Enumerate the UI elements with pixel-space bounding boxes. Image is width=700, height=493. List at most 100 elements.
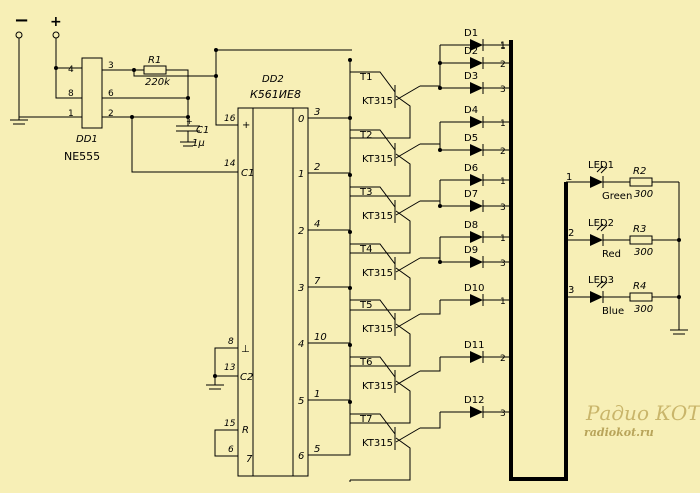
watermark-brand: Радио КОТ xyxy=(585,401,700,425)
transistor-name: T2 xyxy=(359,130,372,141)
diode xyxy=(470,294,483,306)
diode-bus-label: 1 xyxy=(500,297,506,307)
dd1-pin-label: 6 xyxy=(108,89,114,99)
dd2-output-index: 4 xyxy=(298,339,304,350)
dd1-name: DD1 xyxy=(76,134,98,145)
diode-bus-label: 1 xyxy=(500,119,506,129)
dd1-pin-label: 2 xyxy=(108,109,114,119)
led-resistor-name: R4 xyxy=(633,281,646,292)
dd2-pin6-num: 6 xyxy=(228,445,234,455)
diode-bus-label: 1 xyxy=(500,42,506,52)
led-resistor-name: R3 xyxy=(633,224,646,235)
diode xyxy=(470,39,483,51)
led-resistor xyxy=(629,177,653,187)
transistor-type: KT315 xyxy=(362,268,393,279)
diode xyxy=(470,231,483,243)
transistor-name: T1 xyxy=(359,72,372,83)
led-color: Blue xyxy=(602,306,624,317)
dd1-chip xyxy=(81,57,103,129)
diode xyxy=(470,57,483,69)
diode xyxy=(470,116,483,128)
dd2-pin13-num: 13 xyxy=(224,363,236,373)
dd2-r-label: R xyxy=(242,425,249,436)
bus-out-label-3: 3 xyxy=(568,285,574,296)
dd1-type: NE555 xyxy=(64,150,100,163)
led-resistor xyxy=(629,292,653,302)
dd2-output-index: 3 xyxy=(298,283,304,294)
dd2-output-index: 1 xyxy=(298,169,304,180)
diode-name: D12 xyxy=(464,395,484,406)
transistor-name: T3 xyxy=(359,187,372,198)
transistor-type: KT315 xyxy=(362,211,393,222)
led-arrow xyxy=(596,165,608,174)
bus-top-label: 1 xyxy=(500,41,506,51)
dd2-chip xyxy=(237,107,309,477)
dd2-output-pin: 10 xyxy=(314,332,327,343)
dd2-output-index: 2 xyxy=(298,226,304,237)
led-color: Red xyxy=(602,249,621,260)
diode-name: D6 xyxy=(464,163,478,174)
transistor-name: T4 xyxy=(359,244,372,255)
dd2-pin16-num: 16 xyxy=(224,114,236,124)
dd2-plus-label: + xyxy=(242,120,250,131)
diode xyxy=(470,256,483,268)
diode-name: D5 xyxy=(464,133,478,144)
transistor-type: KT315 xyxy=(362,438,393,449)
diode-name: D7 xyxy=(464,189,478,200)
diode-name: D9 xyxy=(464,245,478,256)
bus-out-label-1: 1 xyxy=(566,172,572,183)
dd2-output-index: 0 xyxy=(298,114,304,125)
dd2-output-index: 5 xyxy=(298,396,304,407)
dd2-output-pin: 5 xyxy=(314,444,320,455)
r1-resistor xyxy=(143,65,167,75)
diode-name: D11 xyxy=(464,340,484,351)
transistor-name: T5 xyxy=(359,300,372,311)
diode xyxy=(470,351,483,363)
diode-bus-label: 2 xyxy=(500,147,506,157)
c1-value: 1μ xyxy=(192,138,205,149)
dd2-type: К561ИЕ8 xyxy=(250,88,301,101)
led-resistor xyxy=(629,235,653,245)
diode xyxy=(470,406,483,418)
led-resistor-value: 300 xyxy=(634,304,653,315)
diode-name: D1 xyxy=(464,28,478,39)
diode-bus-label: 3 xyxy=(500,259,506,269)
led-name: LED2 xyxy=(588,218,614,229)
dd1-pin-label: 8 xyxy=(68,89,74,99)
transistor-name: T6 xyxy=(359,357,372,368)
led-resistor-name: R2 xyxy=(633,166,646,177)
diode-bus-label: 3 xyxy=(500,85,506,95)
diode-bus-label: 1 xyxy=(500,177,506,187)
dd2-c1-label: C1 xyxy=(241,168,254,179)
led xyxy=(590,176,603,188)
dd2-output-pin: 7 xyxy=(314,276,321,287)
dd2-c2-label: C2 xyxy=(240,372,253,383)
transistor-type: KT315 xyxy=(362,381,393,392)
diode-bus-label: 2 xyxy=(500,354,506,364)
minus-terminal xyxy=(15,31,23,39)
c1-plus: + xyxy=(186,117,193,126)
dd1-pin-label: 1 xyxy=(68,109,74,119)
plus-terminal-label: + xyxy=(50,14,62,30)
led-color: Green xyxy=(602,191,632,202)
bus-out-label-2: 2 xyxy=(568,228,574,239)
diode xyxy=(470,82,483,94)
dd2-pin8-num: 8 xyxy=(228,337,234,347)
led-resistor-value: 300 xyxy=(634,189,653,200)
diode-name: D3 xyxy=(464,71,478,82)
dd2-output-index: 6 xyxy=(298,451,304,462)
dd2-gnd-label: ⊥ xyxy=(241,344,250,355)
led-resistor-value: 300 xyxy=(634,247,653,258)
dd1-pin-label: 4 xyxy=(68,65,74,75)
dd2-output-pin: 3 xyxy=(314,107,320,118)
transistor-name: T7 xyxy=(359,414,372,425)
r1-name: R1 xyxy=(148,55,161,66)
led-arrow xyxy=(596,223,608,232)
led-name: LED1 xyxy=(588,160,614,171)
diode xyxy=(470,144,483,156)
c1-name: C1 xyxy=(196,125,209,136)
minus-terminal-label: − xyxy=(14,10,29,31)
transistor-type: KT315 xyxy=(362,154,393,165)
diode-bus-label: 3 xyxy=(500,203,506,213)
